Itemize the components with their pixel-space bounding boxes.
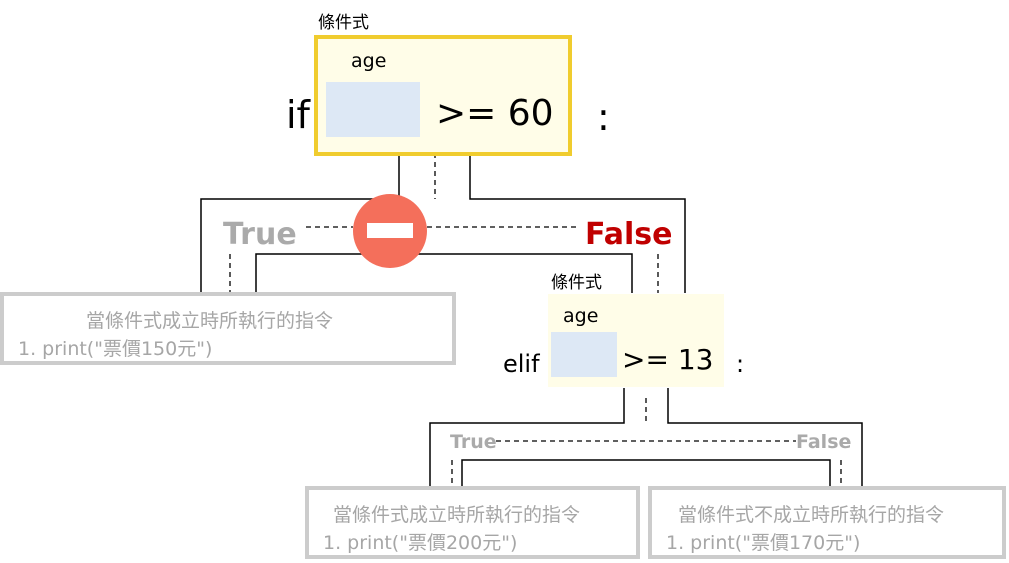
sub-variable-label: age (563, 305, 599, 327)
sub-false-instruction-box: 當條件式不成立時所執行的指令 1. print("票價170元") (648, 486, 1006, 559)
sub-variable-slot[interactable] (551, 332, 617, 377)
elif-keyword: elif (503, 350, 540, 378)
variable-slot[interactable] (326, 82, 420, 137)
sub-condition-expression: >= 13 (622, 343, 714, 376)
colon: : (597, 95, 610, 139)
sub-colon: : (736, 350, 745, 378)
instruction-item: 1. print("票價150元") (18, 338, 213, 360)
sub-condition-label: 條件式 (551, 273, 602, 293)
variable-label: age (351, 50, 387, 72)
sub-false-instruction-item: 1. print("票價170元") (666, 532, 861, 554)
stop-icon (353, 194, 427, 268)
sub-false-branch-label: False (796, 431, 852, 453)
instruction-title: 當條件式成立時所執行的指令 (86, 310, 334, 332)
sub-true-instruction-item: 1. print("票價200元") (323, 532, 518, 554)
if-keyword: if (286, 93, 310, 137)
sub-false-instruction-title: 當條件式不成立時所執行的指令 (678, 504, 945, 526)
false-branch-label: False (585, 217, 673, 252)
sub-true-branch-label: True (450, 431, 497, 453)
true-branch-label: True (223, 217, 297, 252)
condition-label: 條件式 (318, 13, 369, 33)
true-instruction-box: 當條件式成立時所執行的指令 1. print("票價150元") (0, 292, 456, 365)
sub-true-instruction-title: 當條件式成立時所執行的指令 (333, 504, 581, 526)
sub-true-instruction-box: 當條件式成立時所執行的指令 1. print("票價200元") (305, 486, 640, 559)
condition-expression: >= 60 (436, 93, 554, 134)
